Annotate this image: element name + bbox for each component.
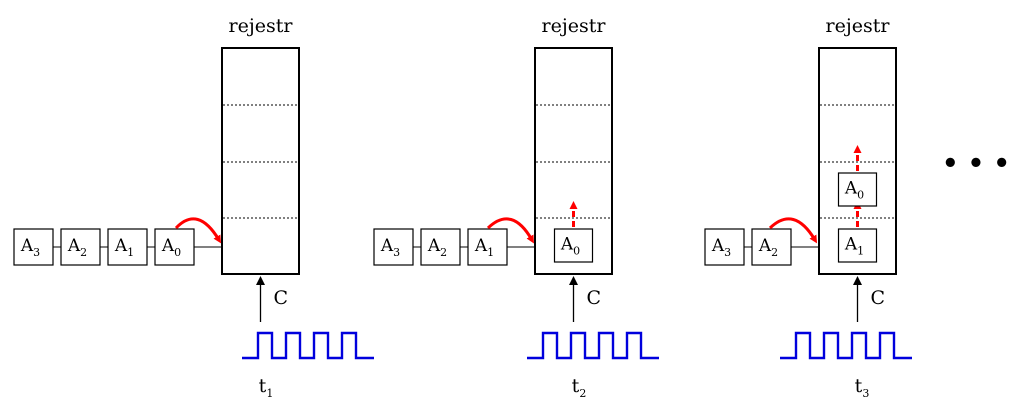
queue-item-2-2-label-base: A xyxy=(427,236,441,256)
register-item-3-2-label: A0 xyxy=(844,179,864,202)
shift-in-arrow-3 xyxy=(768,217,818,244)
queue-item-1-1-label: A3 xyxy=(20,236,40,259)
queue-item-3-1-label-subscript: 3 xyxy=(724,246,731,259)
register-label-1: rejestr xyxy=(229,15,294,37)
queue-item-1-4-label: A0 xyxy=(161,236,181,259)
queue-item-1-4: A0 xyxy=(154,228,195,266)
register-item-3-2-frame xyxy=(837,172,878,207)
clock-signal-3 xyxy=(780,331,912,360)
shift-in-arrow-1 xyxy=(174,217,222,244)
time-label-1: t1 xyxy=(259,375,274,400)
queue-item-2-2-label: A2 xyxy=(427,236,447,259)
queue-item-2-3-label-base: A xyxy=(474,236,488,256)
queue-item-3-2-label: A2 xyxy=(758,236,778,259)
continuation-ellipsis: • • • xyxy=(942,149,1010,179)
queue-item-2-3-label: A1 xyxy=(474,236,494,259)
time-label-2-subscript: 2 xyxy=(579,387,586,400)
queue-item-1-3-label-subscript: 1 xyxy=(127,246,134,259)
queue-item-1-2-label-base: A xyxy=(67,236,81,256)
register-item-3-2-label-subscript: 0 xyxy=(857,189,864,202)
queue-item-1-3-label: A1 xyxy=(114,236,134,259)
queue-item-3-2-frame xyxy=(751,228,792,266)
time-label-3-subscript: 3 xyxy=(862,387,869,400)
register-item-2-1-label-base: A xyxy=(560,235,574,255)
register-frame-1 xyxy=(221,47,300,275)
queue-item-2-1-label: A3 xyxy=(380,236,400,259)
queue-item-1-3: A1 xyxy=(107,228,148,266)
register-item-3-2: A0 xyxy=(837,172,878,207)
shift-in-arrow-2 xyxy=(486,217,534,244)
queue-item-3-1-label-base: A xyxy=(711,236,725,256)
register-item-2-1-label-subscript: 0 xyxy=(573,245,580,258)
queue-item-1-1: A3 xyxy=(13,228,54,266)
register-label-3: rejestr xyxy=(826,15,891,37)
time-label-3: t3 xyxy=(855,375,870,400)
register-item-2-1-frame xyxy=(553,228,594,263)
register-item-3-1-frame xyxy=(837,228,878,263)
queue-item-2-1-label-base: A xyxy=(380,236,394,256)
queue-item-2-1: A3 xyxy=(373,228,414,266)
queue-item-1-3-label-base: A xyxy=(114,236,128,256)
time-label-2: t2 xyxy=(572,375,587,400)
queue-item-2-1-frame xyxy=(373,228,414,266)
time-label-1-base: t xyxy=(259,375,267,397)
queue-item-1-2: A2 xyxy=(60,228,101,266)
clock-label-3: C xyxy=(871,287,886,309)
queue-item-3-1: A3 xyxy=(704,228,745,266)
register-item-3-1-label-base: A xyxy=(844,235,858,255)
time-label-1-subscript: 1 xyxy=(266,387,273,400)
queue-item-1-1-label-subscript: 3 xyxy=(33,246,40,259)
register-item-3-1-label: A1 xyxy=(844,235,864,258)
time-label-2-base: t xyxy=(572,375,580,397)
queue-item-3-1-label: A3 xyxy=(711,236,731,259)
queue-item-3-2-label-base: A xyxy=(758,236,772,256)
queue-item-1-2-label-subscript: 2 xyxy=(80,246,87,259)
queue-item-2-3: A1 xyxy=(467,228,508,266)
register-item-3-2-label-base: A xyxy=(844,179,858,199)
clock-label-2: C xyxy=(587,287,602,309)
queue-item-2-2-label-subscript: 2 xyxy=(440,246,447,259)
time-label-3-base: t xyxy=(855,375,863,397)
register-item-2-1: A0 xyxy=(553,228,594,263)
queue-item-2-1-label-subscript: 3 xyxy=(393,246,400,259)
queue-item-3-2: A2 xyxy=(751,228,792,266)
queue-item-2-2-frame xyxy=(420,228,461,266)
register-item-3-1: A1 xyxy=(837,228,878,263)
queue-item-3-2-label-subscript: 2 xyxy=(771,246,778,259)
register-item-3-1-label-subscript: 1 xyxy=(857,245,864,258)
queue-item-3-1-frame xyxy=(704,228,745,266)
clock-signal-2 xyxy=(527,331,659,360)
queue-item-2-3-label-subscript: 1 xyxy=(487,246,494,259)
register-item-2-1-label: A0 xyxy=(560,235,580,258)
register-label-2: rejestr xyxy=(542,15,607,37)
clock-label-1: C xyxy=(274,287,289,309)
queue-item-1-4-label-base: A xyxy=(161,236,175,256)
queue-item-1-4-frame xyxy=(154,228,195,266)
clock-signal-1 xyxy=(242,331,374,360)
queue-item-1-4-label-subscript: 0 xyxy=(174,246,181,259)
queue-item-2-2: A2 xyxy=(420,228,461,266)
queue-item-1-1-label-base: A xyxy=(20,236,34,256)
queue-item-1-2-label: A2 xyxy=(67,236,87,259)
